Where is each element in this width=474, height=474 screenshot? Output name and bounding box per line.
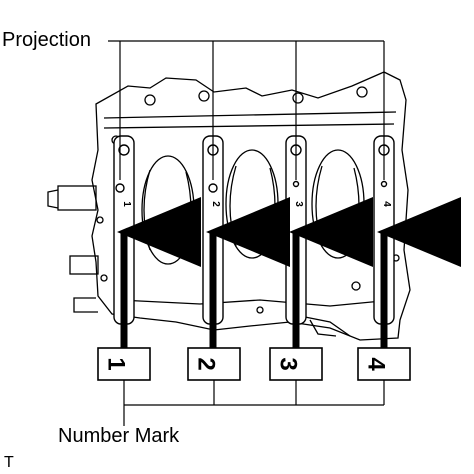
projection-leaders <box>108 40 385 180</box>
number-box-1 <box>97 347 151 381</box>
projection-label: Projection <box>2 29 91 51</box>
cap-stamp-2: 2 <box>210 201 221 207</box>
indicator-arrows <box>117 197 461 348</box>
number-box-3 <box>269 347 323 381</box>
number-mark-2: 2 <box>193 357 220 370</box>
number-mark-label: Number Mark <box>58 425 180 447</box>
cap-stamp-numbers: 1 2 3 4 <box>121 201 392 207</box>
cap-stamp-4: 4 <box>381 201 392 207</box>
cap-stamp-1: 1 <box>121 201 132 207</box>
number-mark-digits: 1 2 3 4 <box>103 357 390 371</box>
number-mark-1: 1 <box>103 357 130 370</box>
number-mark-leaders <box>123 380 385 426</box>
number-mark-3: 3 <box>275 357 302 370</box>
figure-code: T <box>4 454 14 471</box>
bearing-caps <box>113 135 395 325</box>
number-mark-4: 4 <box>363 357 390 371</box>
cap-stamp-3: 3 <box>293 201 304 207</box>
engine-block <box>47 71 411 341</box>
